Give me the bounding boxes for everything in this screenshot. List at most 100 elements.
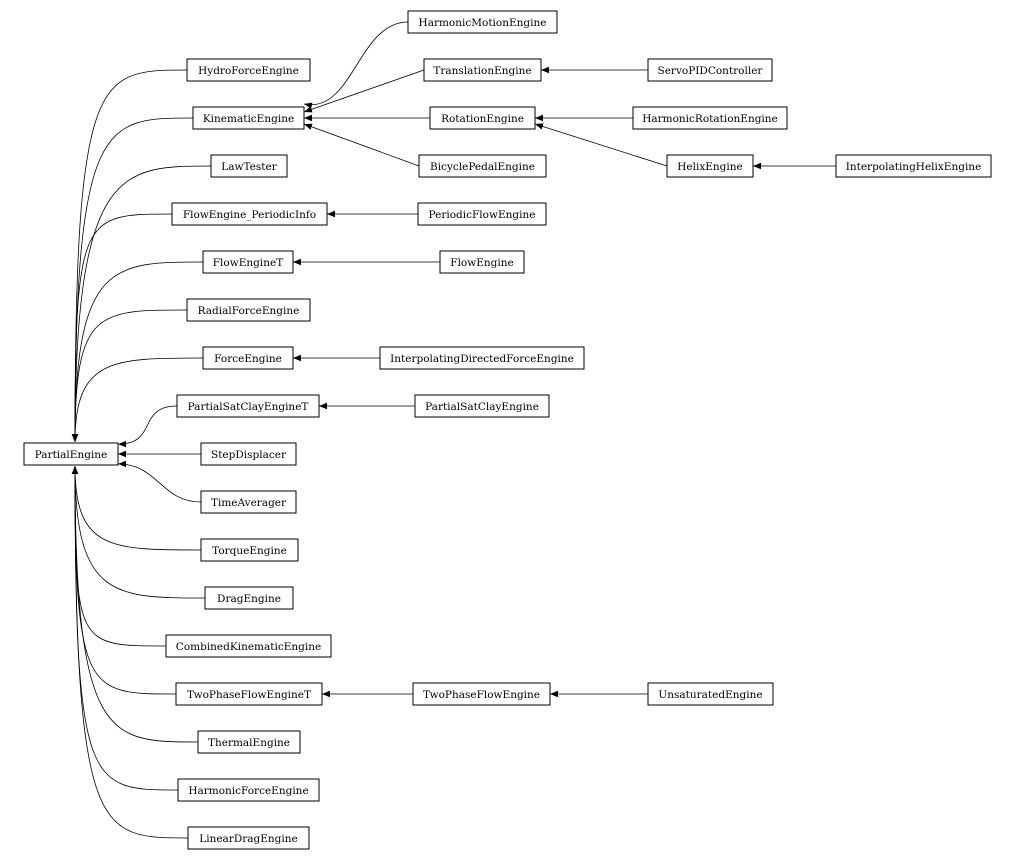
node-periodic-flow-engine[interactable]: PeriodicFlowEngine [417,202,547,226]
node-box [647,58,773,82]
edge-two-phase-flow-engine-t-to-partial-engine [71,465,177,695]
node-thermal-engine[interactable]: ThermalEngine [197,730,301,754]
node-servo-pid-controller[interactable]: ServoPIDController [647,58,773,82]
node-box [439,250,525,274]
edge-flow-engine-periodic-info-to-partial-engine [71,213,173,443]
node-label: InterpolatingHelixEngine [846,161,982,173]
node-law-tester[interactable]: LawTester [210,154,288,178]
edge-radial-force-engine-to-partial-engine [71,309,188,443]
node-radial-force-engine[interactable]: RadialForceEngine [186,298,311,322]
edge-force-engine-to-partial-engine [71,357,204,443]
node-box [429,106,536,130]
edge-law-tester-to-partial-engine [71,165,212,443]
node-label: StepDisplacer [211,449,287,461]
node-harmonic-force-engine[interactable]: HarmonicForceEngine [177,778,320,802]
node-box [202,346,294,370]
node-combined-kinematic-engine[interactable]: CombinedKinematicEngine [165,634,332,658]
node-box [200,538,299,562]
edge-helix-engine-to-rotation-engine [534,123,668,167]
node-label: HarmonicRotationEngine [642,113,778,125]
node-label: PartialSatClayEngineT [188,401,309,413]
node-partial-sat-clay-engine-t[interactable]: PartialSatClayEngineT [176,394,320,418]
node-two-phase-flow-engine[interactable]: TwoPhaseFlowEngine [412,682,551,706]
node-box [176,394,320,418]
node-harmonic-motion-engine[interactable]: HarmonicMotionEngine [407,10,558,34]
node-label: LawTester [221,161,277,173]
node-partial-sat-clay-engine[interactable]: PartialSatClayEngine [414,394,550,418]
node-two-phase-flow-engine-t[interactable]: TwoPhaseFlowEngineT [175,682,323,706]
node-force-engine[interactable]: ForceEngine [202,346,294,370]
node-translation-engine[interactable]: TranslationEngine [423,58,542,82]
node-box [177,778,320,802]
node-label: PartialEngine [35,449,108,461]
node-label: TwoPhaseFlowEngine [423,689,540,701]
node-label: PeriodicFlowEngine [429,209,536,221]
node-harmonic-rotation-engine[interactable]: HarmonicRotationEngine [632,106,788,130]
node-label: PartialSatClayEngine [425,401,539,413]
node-box [197,730,301,754]
node-interpolating-directed-force-engine[interactable]: InterpolatingDirectedForceEngine [379,346,585,370]
node-box [417,202,547,226]
edges-layer [71,21,836,839]
node-linear-drag-engine[interactable]: LinearDragEngine [187,826,310,850]
node-box [204,586,294,610]
node-label: KinematicEngine [203,113,294,125]
node-helix-engine[interactable]: HelixEngine [666,154,754,178]
node-label: DragEngine [217,593,281,605]
node-box [23,442,119,466]
node-kinematic-engine[interactable]: KinematicEngine [192,106,305,130]
node-unsaturated-engine[interactable]: UnsaturatedEngine [647,682,774,706]
node-label: UnsaturatedEngine [658,689,762,701]
node-step-displacer[interactable]: StepDisplacer [200,442,297,466]
node-box [632,106,788,130]
node-box [171,202,328,226]
node-box [379,346,585,370]
node-box [666,154,754,178]
node-label: TimeAverager [211,497,287,509]
node-label: RadialForceEngine [198,305,300,317]
node-box [835,154,992,178]
node-label: ForceEngine [214,353,282,365]
node-label: RotationEngine [441,113,524,125]
edge-drag-engine-to-partial-engine [71,465,206,599]
node-box [210,154,288,178]
node-label: FlowEngine_PeriodicInfo [183,209,316,221]
node-partial-engine[interactable]: PartialEngine [23,442,119,466]
node-box [187,826,310,850]
node-box [200,490,297,514]
node-flow-engine[interactable]: FlowEngine [439,250,525,274]
node-box [186,298,311,322]
node-box [407,10,558,34]
edge-translation-engine-to-kinematic-engine [303,69,425,113]
node-box [414,394,550,418]
node-torque-engine[interactable]: TorqueEngine [200,538,299,562]
node-rotation-engine[interactable]: RotationEngine [429,106,536,130]
edge-harmonic-motion-engine-to-kinematic-engine [303,21,409,109]
node-box [202,250,294,274]
node-flow-engine-periodic-info[interactable]: FlowEngine_PeriodicInfo [171,202,328,226]
node-label: TranslationEngine [433,65,531,77]
node-bicycle-pedal-engine[interactable]: BicyclePedalEngine [418,154,547,178]
node-label: TorqueEngine [212,545,287,557]
node-drag-engine[interactable]: DragEngine [204,586,294,610]
node-interpolating-helix-engine[interactable]: InterpolatingHelixEngine [835,154,992,178]
node-time-averager[interactable]: TimeAverager [200,490,297,514]
node-label: ThermalEngine [208,737,290,749]
node-label: CombinedKinematicEngine [176,641,321,653]
node-label: FlowEngineT [213,257,283,269]
node-box [175,682,323,706]
node-hydro-force-engine[interactable]: HydroForceEngine [186,58,311,82]
node-box [423,58,542,82]
node-label: HelixEngine [677,161,743,173]
node-flow-engine-t[interactable]: FlowEngineT [202,250,294,274]
node-label: BicyclePedalEngine [430,161,535,173]
edge-flow-engine-t-to-partial-engine [71,261,204,443]
node-label: FlowEngine [450,257,513,269]
edge-combined-kinematic-engine-to-partial-engine [71,465,167,647]
edge-hydro-force-engine-to-partial-engine [71,69,188,443]
edge-time-averager-to-partial-engine [117,460,202,503]
node-box [418,154,547,178]
nodes-layer: PartialEngine HydroForceEngineKinematicEn… [23,10,992,850]
node-box [647,682,774,706]
